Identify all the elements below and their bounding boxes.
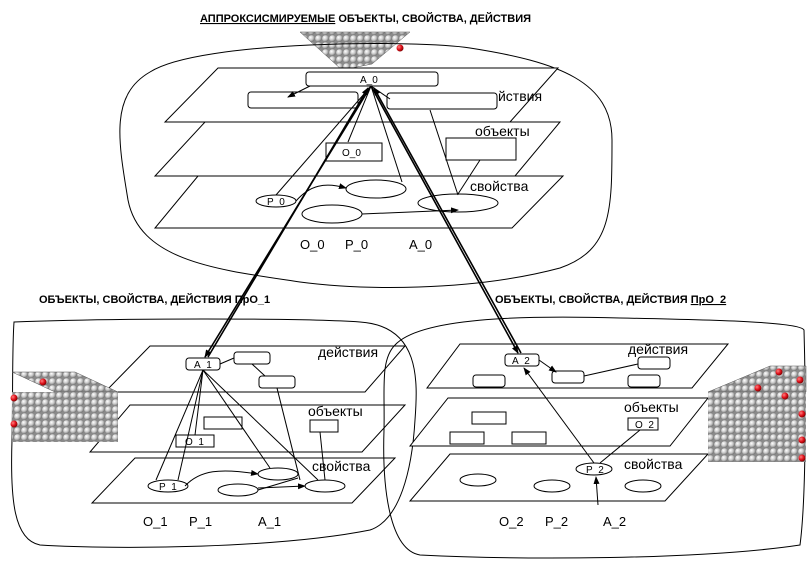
right-object-box-1 bbox=[471, 411, 507, 425]
right-boundary bbox=[383, 316, 806, 559]
left-label-props: свойства bbox=[312, 458, 371, 474]
top-object-box-o0 bbox=[325, 142, 383, 162]
right-node-o: O_2 bbox=[635, 420, 654, 431]
right-object-box-2 bbox=[449, 431, 485, 445]
top-prop-ellipse-1 bbox=[345, 179, 407, 199]
top-label-props: свойства bbox=[470, 178, 529, 194]
top-footer-o: O_0 bbox=[300, 237, 325, 252]
left-label-objects: объекты bbox=[308, 403, 363, 419]
top-prop-ellipse-3 bbox=[417, 193, 499, 213]
left-node-p: P_1 bbox=[159, 482, 177, 493]
top-action-box-a0 bbox=[305, 71, 439, 87]
left-action-box-2 bbox=[233, 351, 271, 365]
right-footer-o: O_2 bbox=[499, 514, 524, 529]
right-object-box-o2 bbox=[627, 417, 659, 431]
left-node-a: A_1 bbox=[194, 360, 212, 371]
top-title-rest: ОБЪЕКТЫ, СВОЙСТВА, ДЕЙСТВИЯ bbox=[335, 12, 531, 25]
right-label-objects: объекты bbox=[624, 399, 679, 415]
left-footer-o: O_1 bbox=[143, 514, 168, 529]
right-action-box-2 bbox=[551, 370, 585, 384]
left-footer-p: P_1 bbox=[189, 514, 212, 529]
top-red-sphere bbox=[396, 44, 404, 52]
right-action-box-4 bbox=[472, 374, 506, 388]
left-boundary bbox=[11, 318, 417, 548]
left-label-actions: действия bbox=[318, 344, 378, 360]
top-footer-p: P_0 bbox=[345, 237, 368, 252]
top-node-p: P_0 bbox=[267, 197, 285, 208]
left-prop-ellipse-1 bbox=[257, 467, 299, 481]
top-node-o: O_0 bbox=[342, 148, 361, 159]
right-node-p: P_2 bbox=[586, 465, 604, 476]
right-prop-ellipse-1 bbox=[459, 473, 497, 487]
right-label-props: свойства bbox=[624, 456, 683, 472]
left-title: ОБЪЕКТЫ, СВОЙСТВА, ДЕЙСТВИЯ ПрО_1 bbox=[39, 293, 270, 306]
right-sphere-stack bbox=[707, 365, 807, 462]
cross-links bbox=[204, 85, 522, 358]
top-footer-a: A_0 bbox=[409, 237, 432, 252]
top-boundary bbox=[119, 43, 613, 288]
right-node-a: A_2 bbox=[512, 356, 530, 367]
right-action-box-3 bbox=[637, 356, 671, 370]
top-object-box-right bbox=[445, 137, 517, 161]
right-label-actions: действия bbox=[628, 341, 688, 357]
top-label-objects: объекты bbox=[475, 123, 530, 139]
right-title: ОБЪЕКТЫ, СВОЙСТВА, ДЕЙСТВИЯ ПрО_2 bbox=[495, 293, 726, 306]
left-inner-links bbox=[155, 357, 326, 491]
top-sphere-pyramid bbox=[299, 31, 411, 71]
right-title-rest: ОБЪЕКТЫ, СВОЙСТВА, ДЕЙСТВИЯ bbox=[495, 293, 691, 306]
right-prop-ellipse-2 bbox=[533, 479, 571, 493]
left-prop-ellipse-2 bbox=[217, 483, 259, 497]
top-prop-ellipse-2 bbox=[301, 204, 363, 224]
left-object-box-2 bbox=[203, 416, 243, 430]
left-action-box-3 bbox=[258, 375, 296, 389]
top-title: АППРОКСИСМИРУЕМЫЕ ОБЪЕКТЫ, СВОЙСТВА, ДЕЙ… bbox=[200, 12, 531, 25]
left-footer-a: A_1 bbox=[258, 514, 281, 529]
left-prop-ellipse-3 bbox=[304, 479, 346, 493]
left-node-o: O_1 bbox=[185, 437, 204, 448]
right-title-underlined: ПрО_2 bbox=[691, 294, 726, 306]
right-prop-ellipse-3 bbox=[624, 479, 662, 493]
left-sphere-stack bbox=[10, 371, 119, 442]
right-object-box-3 bbox=[511, 431, 547, 445]
right-footer-a: A_2 bbox=[603, 514, 626, 529]
right-inner-links bbox=[523, 359, 641, 506]
right-footer-p: P_2 bbox=[545, 514, 568, 529]
left-object-box-3 bbox=[309, 419, 339, 433]
top-title-underlined: АППРОКСИСМИРУЕМЫЕ bbox=[200, 13, 335, 25]
left-prop-p1 bbox=[147, 479, 189, 493]
top-action-box-right bbox=[386, 92, 498, 110]
left-plane-actions bbox=[103, 345, 407, 393]
right-action-box-5 bbox=[627, 374, 661, 388]
top-action-box-left bbox=[247, 91, 359, 109]
top-node-a: A_0 bbox=[360, 75, 378, 86]
